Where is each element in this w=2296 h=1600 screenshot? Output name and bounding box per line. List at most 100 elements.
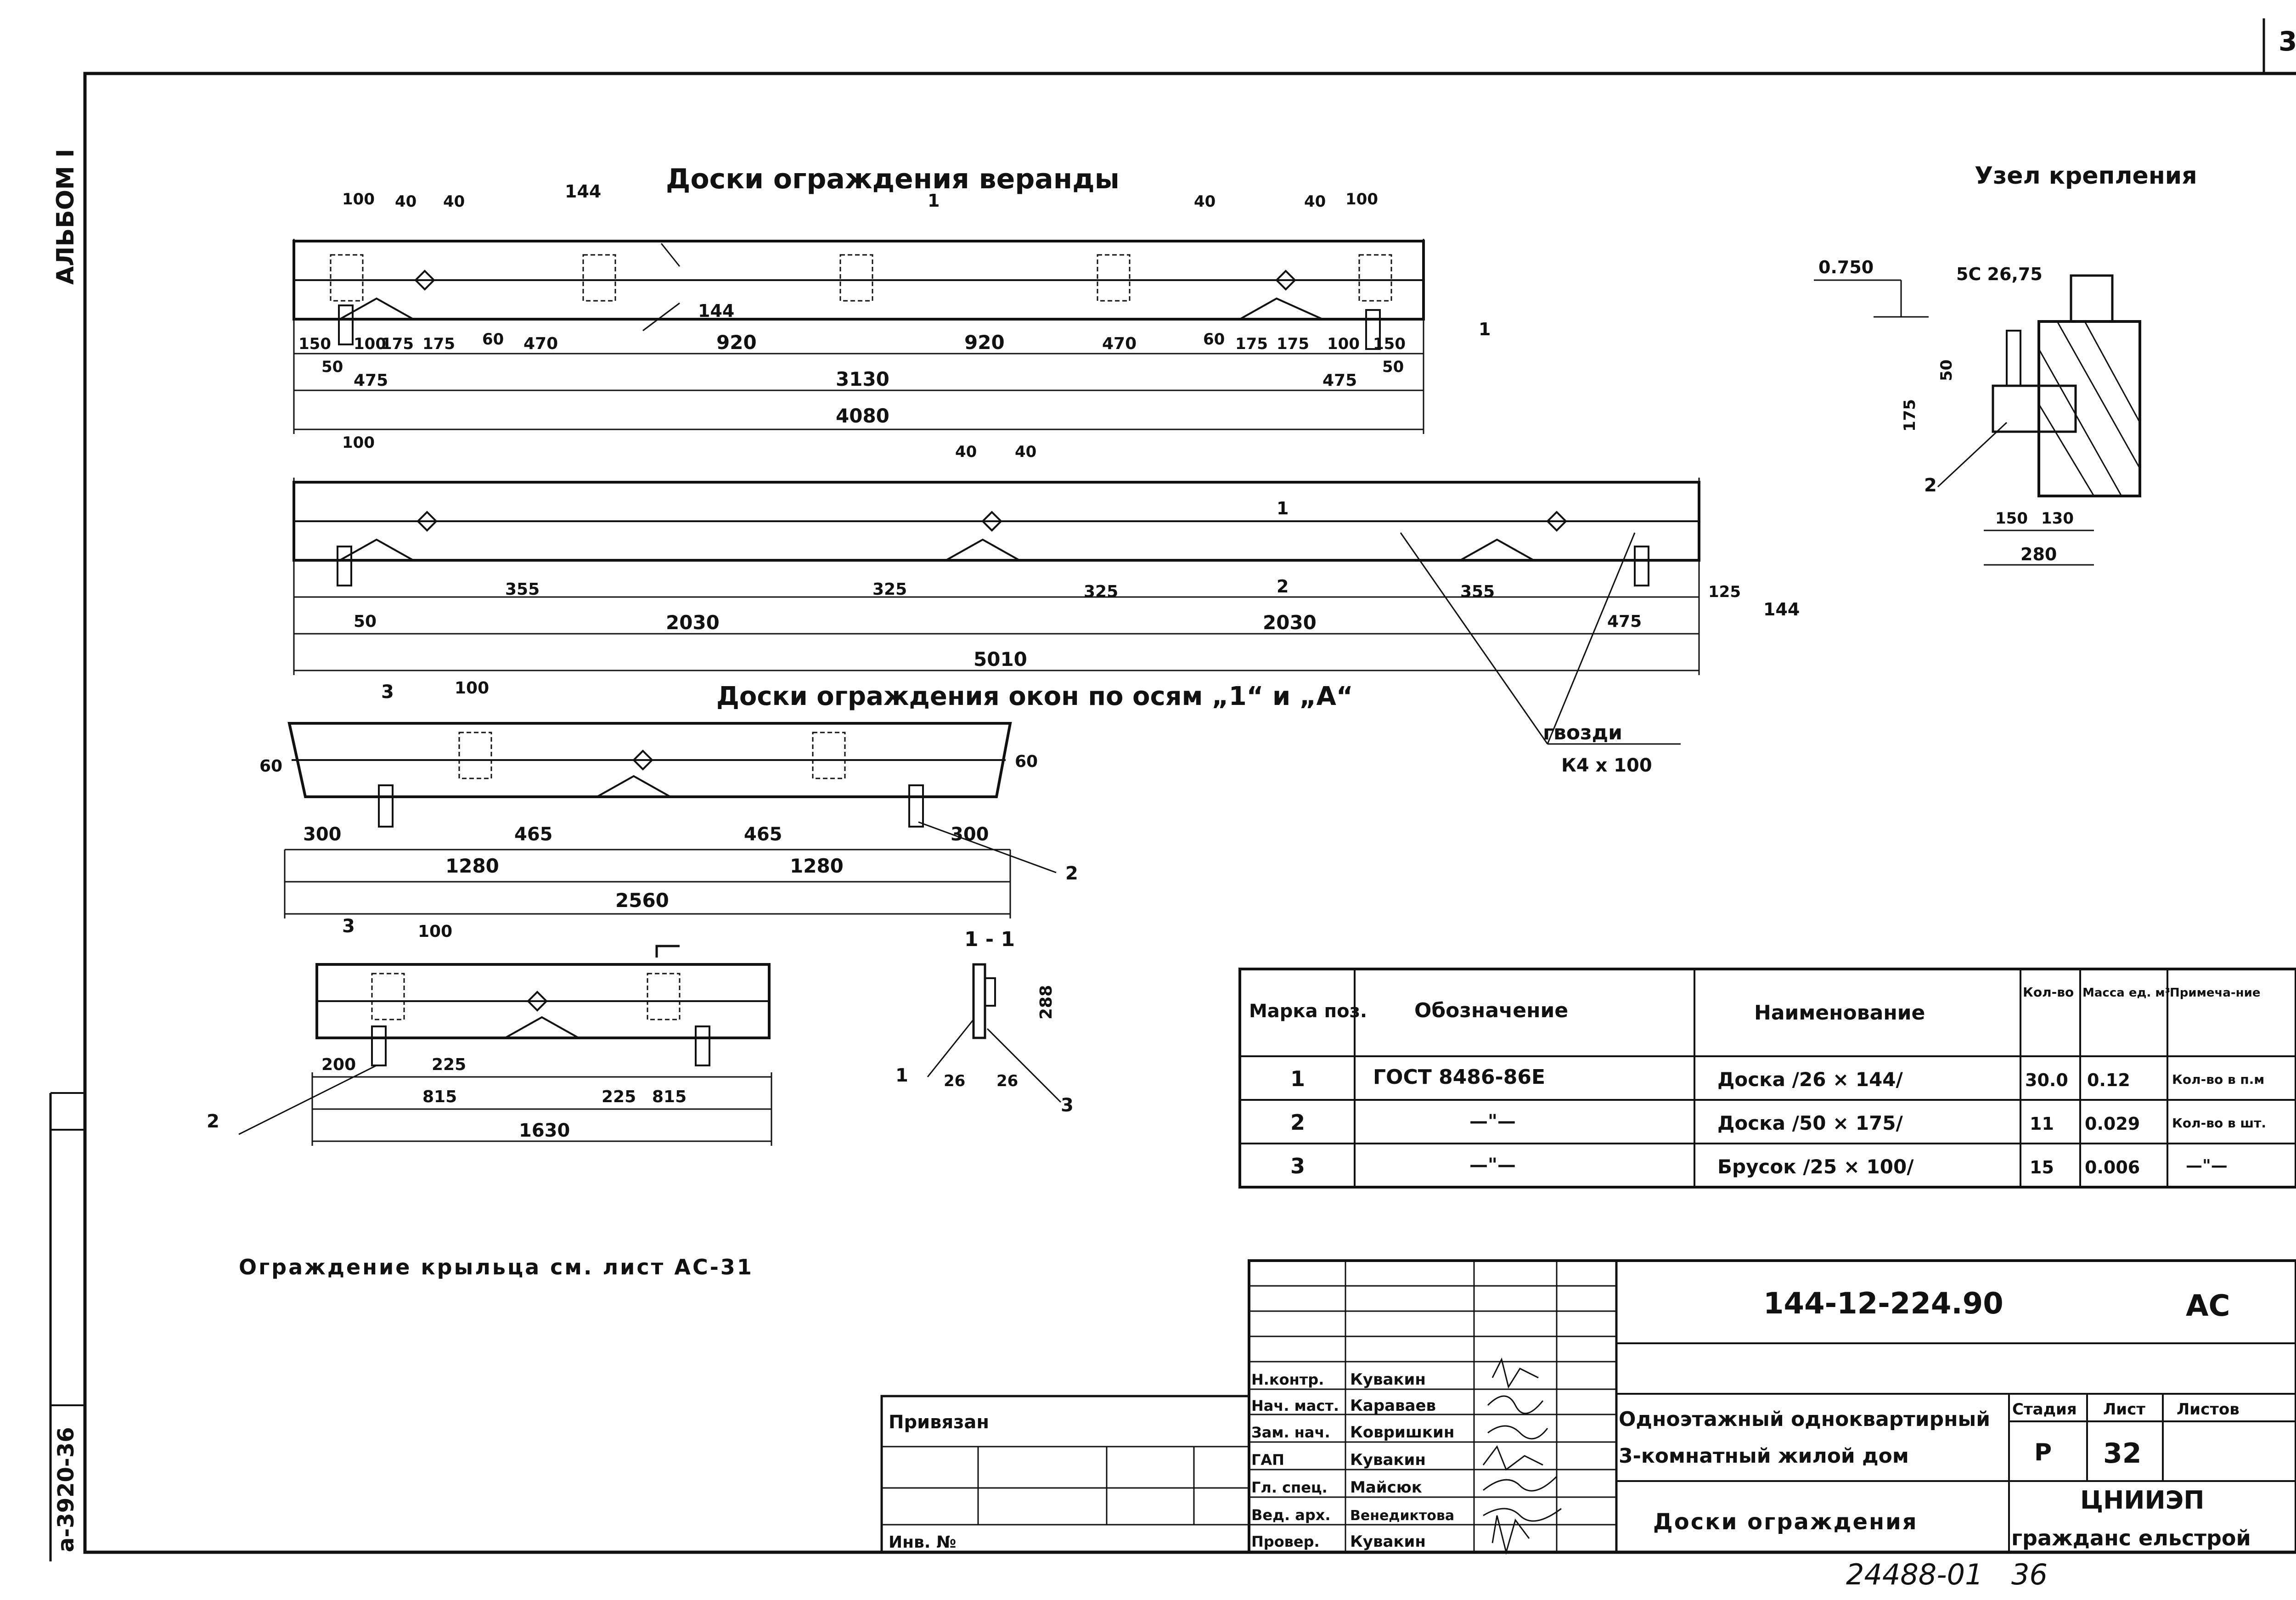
- section-1-1: 288 26 26 1 3: [895, 963, 1074, 1116]
- dim-label: 280: [2020, 544, 2057, 564]
- title-block: [880, 1259, 2296, 1555]
- dim-label: 475: [354, 371, 388, 390]
- dim-label: 175: [1235, 335, 1268, 353]
- spec-cell: —"—: [1469, 1111, 1516, 1132]
- veranda-title: Доски ограждения веранды: [666, 163, 1120, 195]
- role-name: Кувакин: [1350, 1451, 1426, 1469]
- dim-label: 475: [1322, 371, 1357, 390]
- role-name: Майсюк: [1350, 1478, 1422, 1497]
- spec-cell: Кол-во в п.м: [2172, 1072, 2264, 1087]
- role-name: Венедиктова: [1350, 1508, 1454, 1524]
- dim-label: 200: [321, 1055, 356, 1074]
- dim-label: 1: [1277, 498, 1289, 518]
- spec-cell: 1: [1290, 1066, 1305, 1091]
- stage-value: Р: [2034, 1439, 2052, 1466]
- spec-cell: 3: [1290, 1154, 1305, 1178]
- spec-header: Кол-во: [2023, 985, 2074, 1000]
- dim-label: 288: [1037, 985, 1056, 1020]
- small-board: [238, 945, 772, 1146]
- dim-label: 100: [1327, 335, 1360, 353]
- dim-label: 2: [207, 1111, 219, 1132]
- dim-label: 150: [1373, 335, 1406, 353]
- dim-label: 4080: [836, 405, 889, 427]
- nails-label: гвозди: [1543, 721, 1622, 744]
- dim-label: 920: [964, 331, 1005, 354]
- dim-label: 50: [1382, 358, 1404, 376]
- dim-label: 465: [744, 824, 782, 845]
- spec-header: Наименование: [1754, 1001, 1925, 1025]
- dim-label: 50: [354, 612, 377, 631]
- spec-header: Примеча-ние: [2170, 986, 2260, 1000]
- dim-label: 2: [1065, 863, 1078, 884]
- dim-label: 225: [602, 1087, 636, 1106]
- spec-cell: —"—: [2186, 1156, 2228, 1175]
- dim-label: 2030: [666, 611, 720, 634]
- dim-label: 125: [1708, 583, 1741, 601]
- dim-label: 325: [1084, 582, 1118, 601]
- section-code: АС: [2186, 1289, 2230, 1323]
- dim-label: 50: [1937, 360, 1956, 381]
- bottom-code: 24488-01: [1846, 1558, 1983, 1591]
- dim-label: 60: [259, 757, 282, 776]
- dim-label: 150: [298, 335, 331, 353]
- small-dims: 200 225 225 815 815 1630 100 3 2: [207, 916, 687, 1141]
- node-profile: 5С 26,75: [1956, 264, 2043, 284]
- dim-label: 60: [1015, 752, 1038, 771]
- dim-label: 1630: [519, 1120, 570, 1141]
- role-label: Зам. нач.: [1251, 1424, 1330, 1441]
- dim-label: 325: [872, 580, 907, 599]
- spec-header: Обозначение: [1414, 999, 1568, 1022]
- dim-label: 2030: [1263, 611, 1317, 634]
- dim-label: 40: [395, 192, 416, 211]
- dim-label: 100: [418, 922, 452, 941]
- stage-header: Стадия: [2012, 1400, 2077, 1419]
- dim-label: 144: [698, 301, 734, 321]
- spec-cell: —"—: [1469, 1155, 1516, 1176]
- dim-label: 1: [1479, 319, 1491, 339]
- spec-table: Марка поз. Обозначение Наименование Кол-…: [1238, 968, 2296, 1189]
- inv-label: Инв. №: [889, 1533, 956, 1552]
- role-label: Гл. спец.: [1251, 1479, 1328, 1496]
- dim-label: 3130: [836, 368, 889, 390]
- sheet-corner-number: 35: [2279, 26, 2296, 57]
- dim-label: 130: [2041, 509, 2074, 528]
- dim-label: 3: [342, 916, 355, 937]
- dim-label: 1: [928, 191, 940, 211]
- spec-cell: 0.12: [2087, 1070, 2130, 1090]
- dim-label: 225: [432, 1055, 466, 1074]
- dim-label: 175: [1277, 335, 1309, 353]
- org-line2: гражданс ельстрой: [2011, 1526, 2251, 1550]
- dim-label: 100: [342, 190, 375, 208]
- veranda-board-1: [293, 239, 1425, 434]
- spec-cell: 0.029: [2085, 1114, 2140, 1134]
- porch-note: Ограждение крыльца см. лист АС-31: [239, 1255, 754, 1279]
- project-name-line1: Одноэтажный одноквартирный: [1619, 1408, 1990, 1431]
- node-level: 0.750: [1818, 257, 1874, 277]
- dim-label: 1280: [445, 855, 499, 877]
- veranda2-dims: 2030 2030 5010 355 325 325 355 50 475 10…: [342, 434, 1800, 670]
- dim-label: 355: [1460, 582, 1495, 601]
- dim-label: 175: [422, 335, 455, 353]
- dim-label: 355: [505, 580, 540, 599]
- role-label: Провер.: [1251, 1533, 1320, 1550]
- dim-label: 175: [381, 335, 414, 353]
- node-title: Узел крепления: [1975, 162, 2197, 190]
- role-label: Нач. маст.: [1251, 1397, 1339, 1414]
- project-name-line2: 3-комнатный жилой дом: [1619, 1444, 1909, 1468]
- side-code: а-3920-36: [53, 1427, 79, 1552]
- sheet-header: Лист: [2103, 1400, 2145, 1419]
- role-name: Ковришкин: [1350, 1423, 1454, 1442]
- role-name: Кувакин: [1350, 1370, 1426, 1389]
- dim-label: 60: [1203, 330, 1225, 349]
- dim-label: 1280: [790, 855, 844, 877]
- album-label: АЛЬБОМ I: [52, 149, 79, 285]
- dim-label: 40: [955, 443, 977, 461]
- bottom-page: 36: [2011, 1558, 2048, 1591]
- dim-label: 60: [482, 330, 504, 349]
- dim-label: 815: [652, 1087, 687, 1106]
- dim-label: 920: [716, 331, 757, 354]
- dim-label: 26: [944, 1072, 965, 1090]
- dim-label: 815: [422, 1087, 457, 1106]
- windows-dims: 300 465 465 300 1280 1280 2560 60 60 100…: [259, 679, 1078, 912]
- dim-label: 175: [1901, 399, 1919, 432]
